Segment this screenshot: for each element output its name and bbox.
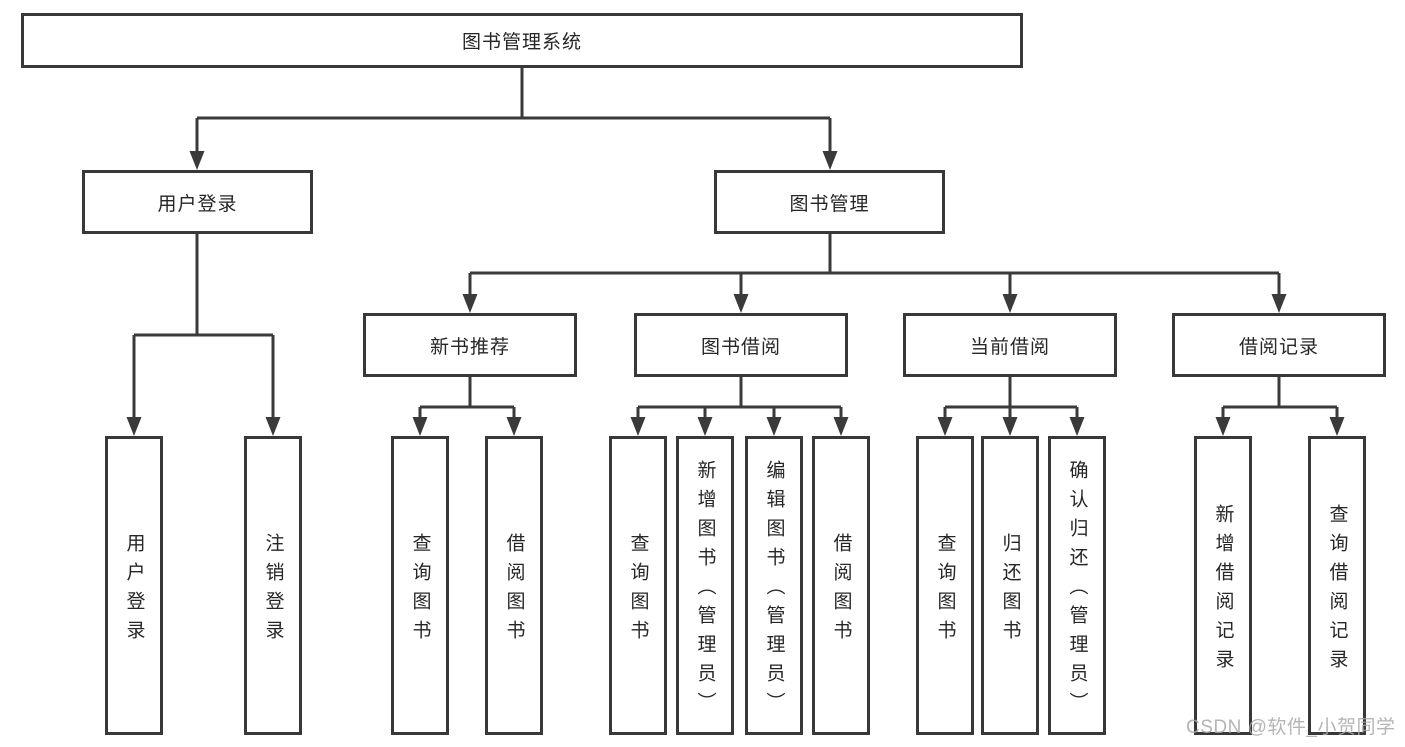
- node-label: 确认归还（管理员）: [1066, 460, 1088, 721]
- node-label: 新书推荐: [429, 336, 510, 358]
- leaf-return-books: 归还图书: [981, 436, 1039, 735]
- node-label: 用户登录: [157, 193, 238, 215]
- leaf-borrow-books: 借阅图书: [812, 436, 870, 735]
- node-label: 用户登录: [123, 532, 145, 649]
- leaf-query-books-borrow: 查询图书: [609, 436, 667, 735]
- leaf-add-borrow-record: 新增借阅记录: [1194, 436, 1252, 735]
- node-label: 借阅图书: [503, 532, 525, 649]
- watermark: CSDN @软件_小贺同学: [1186, 717, 1396, 738]
- node-user-login: 用户登录: [82, 170, 313, 234]
- node-label: 查询图书: [409, 532, 431, 649]
- node-label: 图书管理: [789, 193, 870, 215]
- node-label: 图书借阅: [700, 336, 781, 358]
- node-new-book-recommend: 新书推荐: [363, 313, 577, 377]
- leaf-query-books-current: 查询图书: [916, 436, 974, 735]
- node-label: 编辑图书（管理员）: [763, 460, 785, 721]
- leaf-query-borrow-record: 查询借阅记录: [1308, 436, 1366, 735]
- node-label: 注销登录: [262, 532, 284, 649]
- node-label: 查询借阅记录: [1326, 503, 1348, 678]
- node-label: 新增借阅记录: [1212, 503, 1234, 678]
- node-label: 借阅记录: [1238, 336, 1319, 358]
- node-current-borrow: 当前借阅: [903, 313, 1117, 377]
- node-label: 图书管理系统: [461, 32, 582, 53]
- node-label: 归还图书: [999, 532, 1021, 649]
- node-book-management: 图书管理: [714, 170, 945, 234]
- leaf-query-books-recommend: 查询图书: [391, 436, 449, 735]
- node-label: 查询图书: [934, 532, 956, 649]
- leaf-user-login: 用户登录: [105, 436, 163, 735]
- leaf-logout: 注销登录: [244, 436, 302, 735]
- node-label: 当前借阅: [969, 336, 1050, 358]
- leaf-edit-books-admin: 编辑图书（管理员）: [745, 436, 803, 735]
- node-borrow-records: 借阅记录: [1172, 313, 1386, 377]
- node-label: 查询图书: [627, 532, 649, 649]
- leaf-confirm-return-admin: 确认归还（管理员）: [1048, 436, 1106, 735]
- node-label: 新增图书（管理员）: [694, 460, 716, 721]
- node-label: 借阅图书: [830, 532, 852, 649]
- node-book-management-system: 图书管理系统: [21, 13, 1023, 68]
- leaf-borrow-books-recommend: 借阅图书: [485, 436, 543, 735]
- leaf-add-books-admin: 新增图书（管理员）: [676, 436, 734, 735]
- node-book-borrow: 图书借阅: [634, 313, 848, 377]
